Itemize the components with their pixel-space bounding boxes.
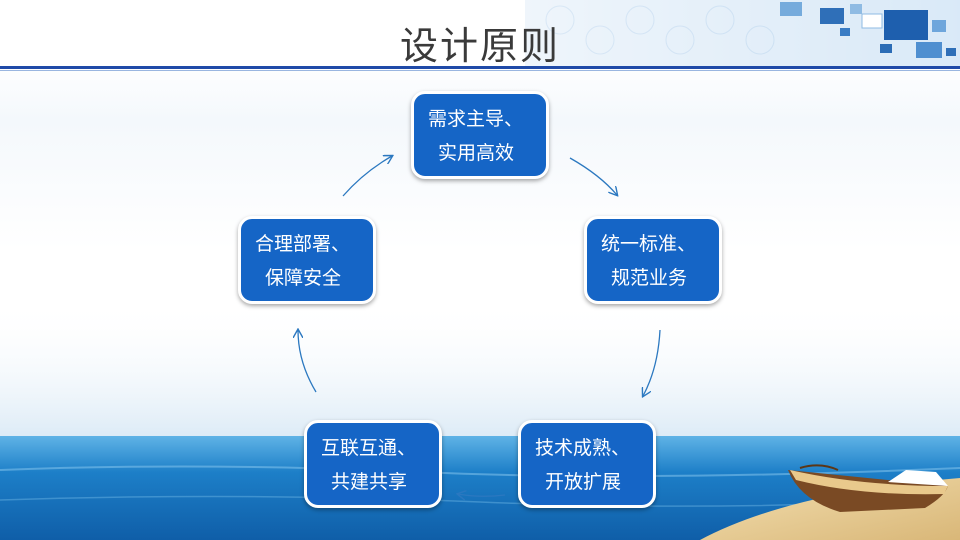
title-rule bbox=[0, 66, 960, 69]
principle-node-4: 互联互通、 共建共享 bbox=[304, 420, 442, 508]
principle-node-4-line1: 互联互通、 bbox=[321, 437, 417, 459]
boat bbox=[788, 464, 948, 512]
principle-node-1: 需求主导、 实用高效 bbox=[411, 91, 549, 179]
slide-title: 设计原则 bbox=[399, 24, 560, 68]
principle-node-3-line1: 技术成熟、 bbox=[535, 437, 631, 459]
principle-node-5-line1: 合理部署、 bbox=[255, 233, 351, 255]
principle-node-1-line1: 需求主导、 bbox=[428, 108, 524, 130]
principle-node-2-line1: 统一标准、 bbox=[601, 233, 697, 255]
principle-node-5: 合理部署、 保障安全 bbox=[238, 216, 376, 304]
principle-node-2: 统一标准、 规范业务 bbox=[584, 216, 722, 304]
header-squares bbox=[780, 2, 956, 58]
principle-node-5-line2: 保障安全 bbox=[265, 267, 342, 289]
principle-node-3-line2: 开放扩展 bbox=[545, 471, 622, 493]
principle-node-4-line2: 共建共享 bbox=[331, 471, 408, 493]
principle-node-3: 技术成熟、 开放扩展 bbox=[518, 420, 656, 508]
principle-node-2-line2: 规范业务 bbox=[611, 267, 688, 289]
principle-node-1-line2: 实用高效 bbox=[438, 142, 515, 164]
